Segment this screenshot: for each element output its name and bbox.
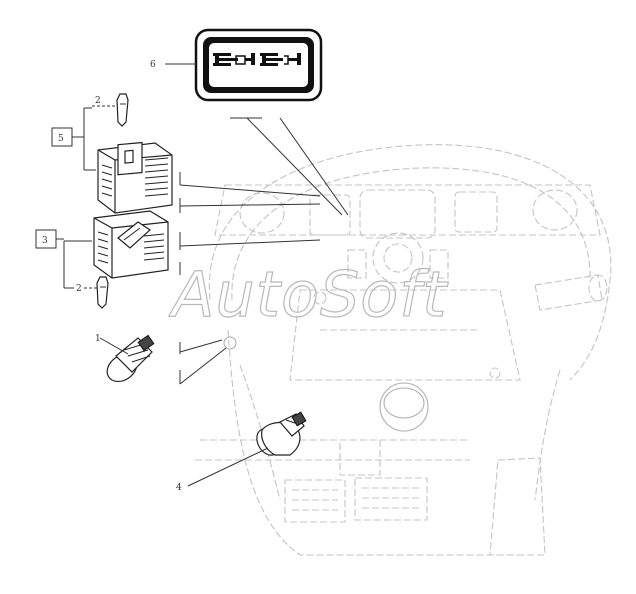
callout-4: 4 [176,483,182,493]
callout-2-upper: 2 [95,96,101,106]
callout-6: 6 [150,60,156,70]
callout-1: 1 [95,334,101,344]
tractor-dashboard-outline [195,144,612,556]
axle-pictogram-right-icon [260,53,301,66]
four-wheel-drive-switch [97,141,173,214]
four-wheel-drive-decal [194,28,323,102]
pin-part-lower [96,276,109,309]
callout-3: 3 [42,236,48,246]
watermark-text: AutoSoft [168,258,449,331]
rocker-switch [93,210,169,279]
callout-5: 5 [58,134,64,144]
large-bulb-part [256,411,307,456]
axle-pictogram-left-icon [213,53,255,66]
pin-part-upper [116,93,129,127]
callout-2-lower: 2 [76,284,82,294]
small-bulb-part [106,334,155,383]
